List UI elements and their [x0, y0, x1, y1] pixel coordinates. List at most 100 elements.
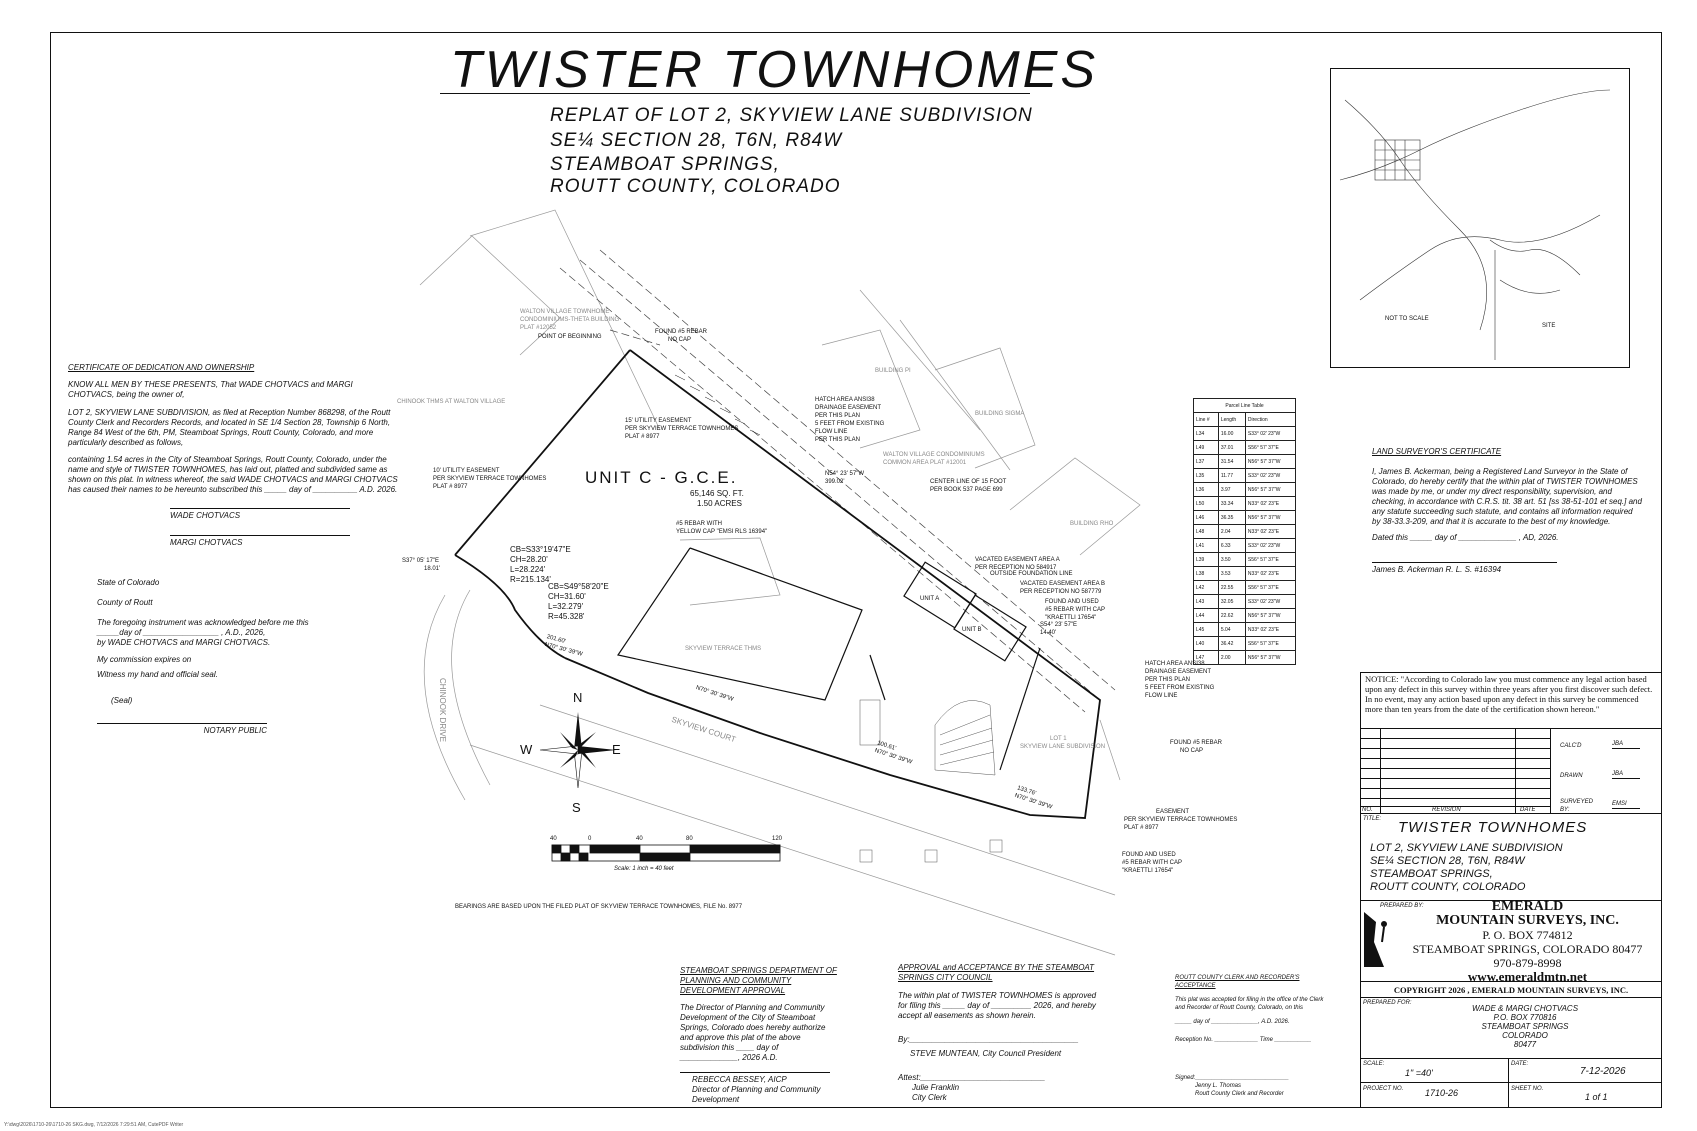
certificate-p2: LOT 2, SKYVIEW LANE SUBDIVISION, as file… [68, 408, 391, 447]
skyview-terrace-label: SKYVIEW TERRACE THMS [685, 646, 762, 652]
parcel-table-cell: S33° 02' 23"W [1244, 426, 1297, 441]
council-clerk-role: City Clerk [912, 1093, 947, 1102]
parcel-table-cell: 22.62 [1217, 608, 1246, 623]
building-pi: BUILDING PI [875, 368, 911, 374]
revision-grid [1360, 728, 1551, 813]
council-body: The within plat of TWISTER TOWNHOMES is … [898, 991, 1097, 1020]
parcel-table-cell: N33° 02' 23"E [1244, 566, 1297, 581]
parcel-table-cell: S33° 02' 23"W [1244, 538, 1297, 553]
parcel-table-cell: L36 [1193, 482, 1219, 497]
certificate-p1: KNOW ALL MEN BY THESE PRESENTS, That WAD… [68, 380, 353, 399]
copyright: COPYRIGHT 2026 , EMERALD MOUNTAIN SURVEY… [1393, 985, 1629, 995]
planning-approval: STEAMBOAT SPRINGS DEPARTMENT OF PLANNING… [680, 966, 840, 1063]
unit-sqft: 65,146 SQ. FT. [690, 489, 744, 498]
parcel-table-cell: 36.35 [1217, 510, 1246, 525]
parcel-table-cell: N56° 57' 37"W [1244, 650, 1297, 665]
subtitle-line-3: STEAMBOAT SPRINGS, [550, 154, 780, 175]
notary-state: State of Colorado [97, 578, 160, 587]
unit-label: UNIT C - G.C.E. [585, 468, 738, 487]
parcel-table-cell: L47 [1193, 650, 1219, 665]
council-president: STEVE MUNTEAN, City Council President [910, 1049, 1062, 1058]
compass-s: S [572, 800, 581, 815]
hatch-strip [674, 374, 761, 436]
notary-ack-2: _____day of _________________ , A.D., 20… [97, 628, 266, 637]
certificate-block: CERTIFICATE OF DEDICATION AND OWNERSHIP … [68, 363, 398, 495]
calcd-value: JBA [1612, 740, 1640, 749]
parcel-table-cell: L50 [1193, 496, 1219, 511]
subtitle-line-4: ROUTT COUNTY, COLORADO [550, 176, 841, 197]
parcel-table-cell: N56° 57' 37"W [1244, 482, 1297, 497]
scale-label-2: 40 [636, 836, 643, 842]
parcel-table-cell: L38 [1193, 566, 1219, 581]
parcel-table-cell: S56° 57' 37"E [1244, 552, 1297, 567]
council-by: By:_____________________________________… [898, 1035, 1079, 1044]
notice-label: NOTICE: [1365, 674, 1399, 684]
title-block [1360, 672, 1662, 1108]
date-value: 7-12-2026 [1580, 1066, 1626, 1077]
parcel-table-cell: 2.00 [1217, 650, 1246, 665]
surveyor-certificate: LAND SURVEYOR'S CERTIFICATE I, James B. … [1372, 447, 1642, 543]
parcel-table-cell: 22.55 [1217, 580, 1246, 595]
compass-e: E [612, 742, 621, 757]
climber-logo-icon [1364, 912, 1394, 967]
scale-label-1: 0 [588, 836, 592, 842]
parcel-table-cell: N33° 02' 23"E [1244, 622, 1297, 637]
parcel-table-cell: L46 [1193, 510, 1219, 525]
sheet-value: 1 of 1 [1585, 1092, 1608, 1102]
parcel-table-cell: 3.50 [1217, 552, 1246, 567]
parcel-table-cell: 5.04 [1217, 622, 1246, 637]
road-easement-lines [559, 249, 1116, 713]
vicinity-map [1330, 68, 1630, 368]
planning-body: The Director of Planning and Community D… [680, 1003, 826, 1062]
rev-col-revision: REVISION [1432, 807, 1461, 813]
parcel-table-cell: L37 [1193, 454, 1219, 469]
surveyor-dated: Dated this _____ day of _____________ , … [1372, 533, 1559, 542]
parcel-table-cell: N33° 02' 23"E [1244, 496, 1297, 511]
notary-signature: NOTARY PUBLIC [97, 723, 267, 736]
notary-witness: Witness my hand and official seal. [97, 670, 218, 679]
parcel-table-cell: L35 [1193, 468, 1219, 483]
recorder-day: _____ day of ______________, A.D. 2026. [1175, 1019, 1290, 1025]
parcel-table-cell: 16.00 [1217, 426, 1246, 441]
parcel-table-cell: L42 [1193, 580, 1219, 595]
plat-title: TWISTER TOWNHOMES [450, 41, 1099, 99]
recorder-name: Jenny L. Thomas [1195, 1083, 1242, 1089]
rebar-label-1-nocap: NO CAP [668, 337, 692, 343]
owner-signature-2: MARGI CHOTVACS [170, 535, 350, 548]
notary-block: State of Colorado County of Routt The fo… [97, 578, 317, 706]
parcel-line-table: Parcel Line Table Line # Length Directio… [1193, 398, 1297, 665]
subtitle-line-1: REPLAT OF LOT 2, SKYVIEW LANE SUBDIVISIO… [550, 105, 1033, 126]
drawn-value: JBA [1612, 770, 1640, 779]
recorder-body: This plat was accepted for filing in the… [1175, 997, 1324, 1011]
certificate-heading: CERTIFICATE OF DEDICATION AND OWNERSHIP [68, 363, 255, 372]
scale-label-0: 40 [550, 836, 557, 842]
parcel-table-cell: L39 [1193, 552, 1219, 567]
scale-label-4: 120 [772, 836, 783, 842]
parcel-table-cell: 33.34 [1217, 496, 1246, 511]
rev-col-date: DATE [1520, 807, 1536, 813]
council-clerk-name: Julie Franklin [912, 1083, 960, 1092]
notary-commission: My commission expires on [97, 655, 192, 664]
parcel-table-cell: S56° 57' 37"E [1244, 636, 1297, 651]
prepared-by-label: PREPARED BY: [1380, 903, 1424, 909]
parcel-table-cell: S56° 57' 37"E [1244, 580, 1297, 595]
